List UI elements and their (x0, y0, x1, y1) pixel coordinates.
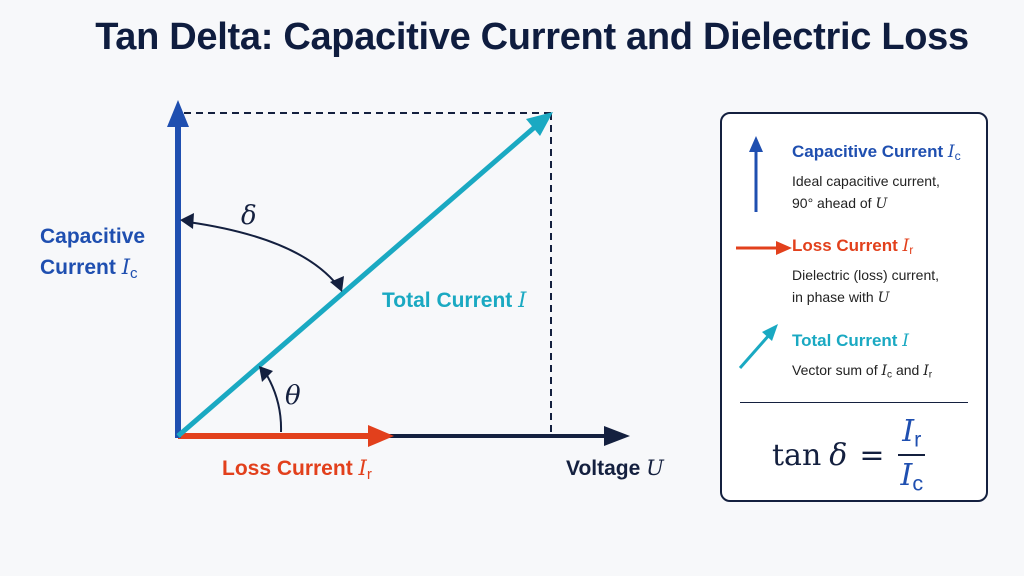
capacitive-legend-arrow-icon (749, 136, 763, 212)
total-current-arrowhead (526, 112, 553, 136)
theta-symbol: θ (285, 381, 301, 411)
capacitive-label-line1: Capacitive (40, 225, 146, 248)
capacitive-current-arrowhead (167, 100, 189, 127)
delta-angle-arc (187, 221, 339, 287)
legend-capacitive-desc: Ideal capacitive current, 90° ahead of U (792, 173, 940, 212)
total-label-text: Total Current (382, 289, 513, 312)
capacitive-current-label: Capacitive Current Ic (40, 222, 145, 289)
formula-fraction: Ir Ic (896, 414, 927, 497)
total-current-vector (176, 124, 538, 438)
formula-equals: = (859, 437, 885, 473)
formula-numerator: Ir (898, 414, 926, 456)
total-symbol: I (518, 288, 527, 312)
loss-current-arrowhead (368, 425, 394, 447)
capacitive-label-line2: Current (40, 256, 116, 279)
loss-symbol: I (358, 456, 367, 480)
legend-divider (740, 402, 968, 403)
loss-label-text: Loss Current (222, 457, 353, 480)
capacitive-subscript: c (129, 264, 138, 282)
tan-delta-formula: tan δ = Ir Ic (772, 414, 927, 495)
loss-subscript: r (366, 465, 372, 483)
capacitive-symbol: I (121, 255, 130, 279)
delta-symbol: δ (241, 201, 257, 231)
formula-tan: tan (772, 437, 822, 473)
legend-total-desc: Vector sum of Ic and Ir (792, 362, 933, 381)
delta-arc-arrow-start (180, 213, 194, 229)
total-current-label: Total Current I (382, 288, 526, 313)
voltage-label: Voltage U (566, 456, 664, 481)
loss-current-label: Loss Current Ir (222, 456, 372, 483)
voltage-label-text: Voltage (566, 457, 641, 480)
theta-arc-arrow (259, 366, 273, 382)
loss-legend-arrow-icon (736, 241, 792, 255)
legend-loss-desc: Dielectric (loss) current, in phase with… (792, 267, 940, 306)
voltage-symbol: U (646, 456, 664, 480)
legend-capacitive-title: Capacitive Current Ic (792, 142, 961, 164)
theta-angle-arc (264, 371, 283, 433)
legend-total-title: Total Current I (792, 331, 909, 351)
voltage-arrowhead (604, 426, 630, 446)
total-legend-arrow-icon (738, 324, 778, 369)
page-title: Tan Delta: Capacitive Current and Dielec… (95, 16, 969, 58)
legend-loss-title: Loss Current Ir (792, 236, 914, 258)
legend-panel: Capacitive Current Ic Ideal capacitive c… (720, 112, 988, 502)
formula-delta: δ (829, 437, 848, 473)
delta-arc-arrow-end (330, 276, 344, 292)
phasor-diagram (167, 100, 630, 447)
formula-denominator: Ic (900, 458, 924, 496)
